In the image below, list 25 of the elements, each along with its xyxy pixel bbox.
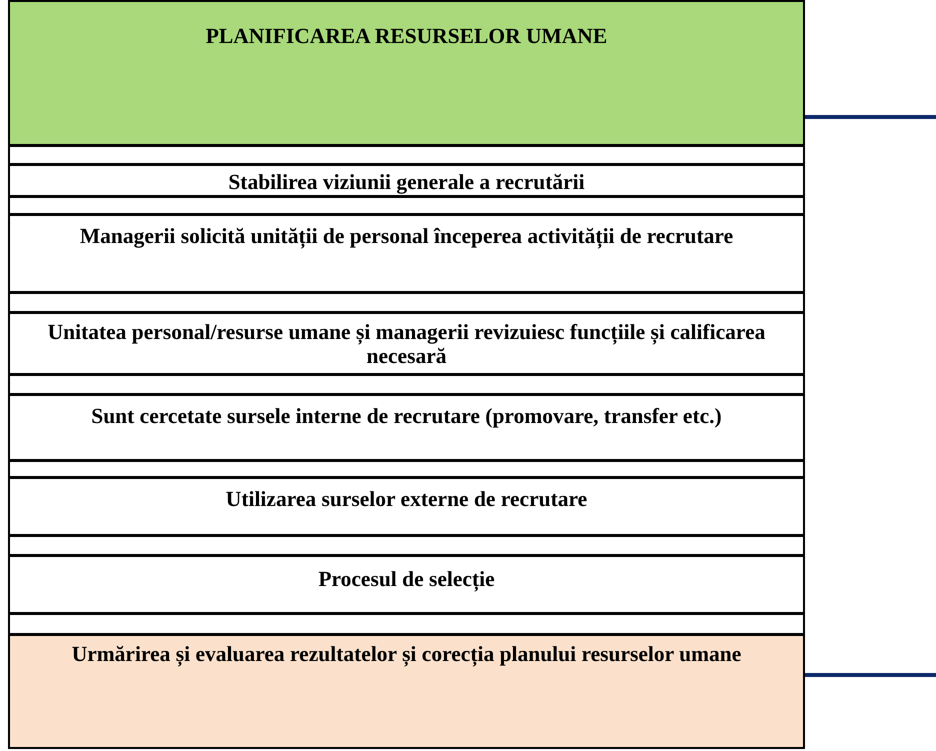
- process-box: [8, 312, 805, 375]
- spacer-row: [8, 374, 805, 395]
- process-box: [8, 634, 805, 749]
- spacer-row: [8, 145, 805, 165]
- process-box: [8, 214, 805, 293]
- process-box: [8, 555, 805, 614]
- step-text: Unitatea personal/resurse umane și managerii revizuiesc funcțiile și calificarea necesară: [46, 320, 766, 368]
- process-box: [8, 477, 805, 536]
- connector-line: [805, 673, 936, 677]
- step-text: Stabilirea viziunii generale a recrutării: [227, 170, 586, 194]
- spacer-row: [8, 196, 805, 215]
- step-text: Procesul de selecție: [317, 567, 496, 591]
- step-text: Utilizarea surselor externe de recrutare: [224, 487, 588, 511]
- spacer-row: [8, 460, 805, 478]
- spacer-row: [8, 535, 805, 556]
- step-text: PLANIFICAREA RESURSELOR UMANE: [204, 24, 608, 48]
- process-box: [8, 394, 805, 461]
- spacer-row: [8, 292, 805, 313]
- process-box: [8, 164, 805, 197]
- process-box: [8, 0, 805, 146]
- step-text: Urmărirea și evaluarea rezultatelor și corecția planului resurselor umane: [70, 642, 742, 666]
- step-text: Managerii solicită unității de personal începerea activității de recrutare: [78, 224, 734, 248]
- connector-line: [805, 115, 936, 119]
- step-text: Sunt cercetate sursele interne de recrutare (promovare, transfer etc.): [90, 404, 723, 428]
- spacer-row: [8, 613, 805, 635]
